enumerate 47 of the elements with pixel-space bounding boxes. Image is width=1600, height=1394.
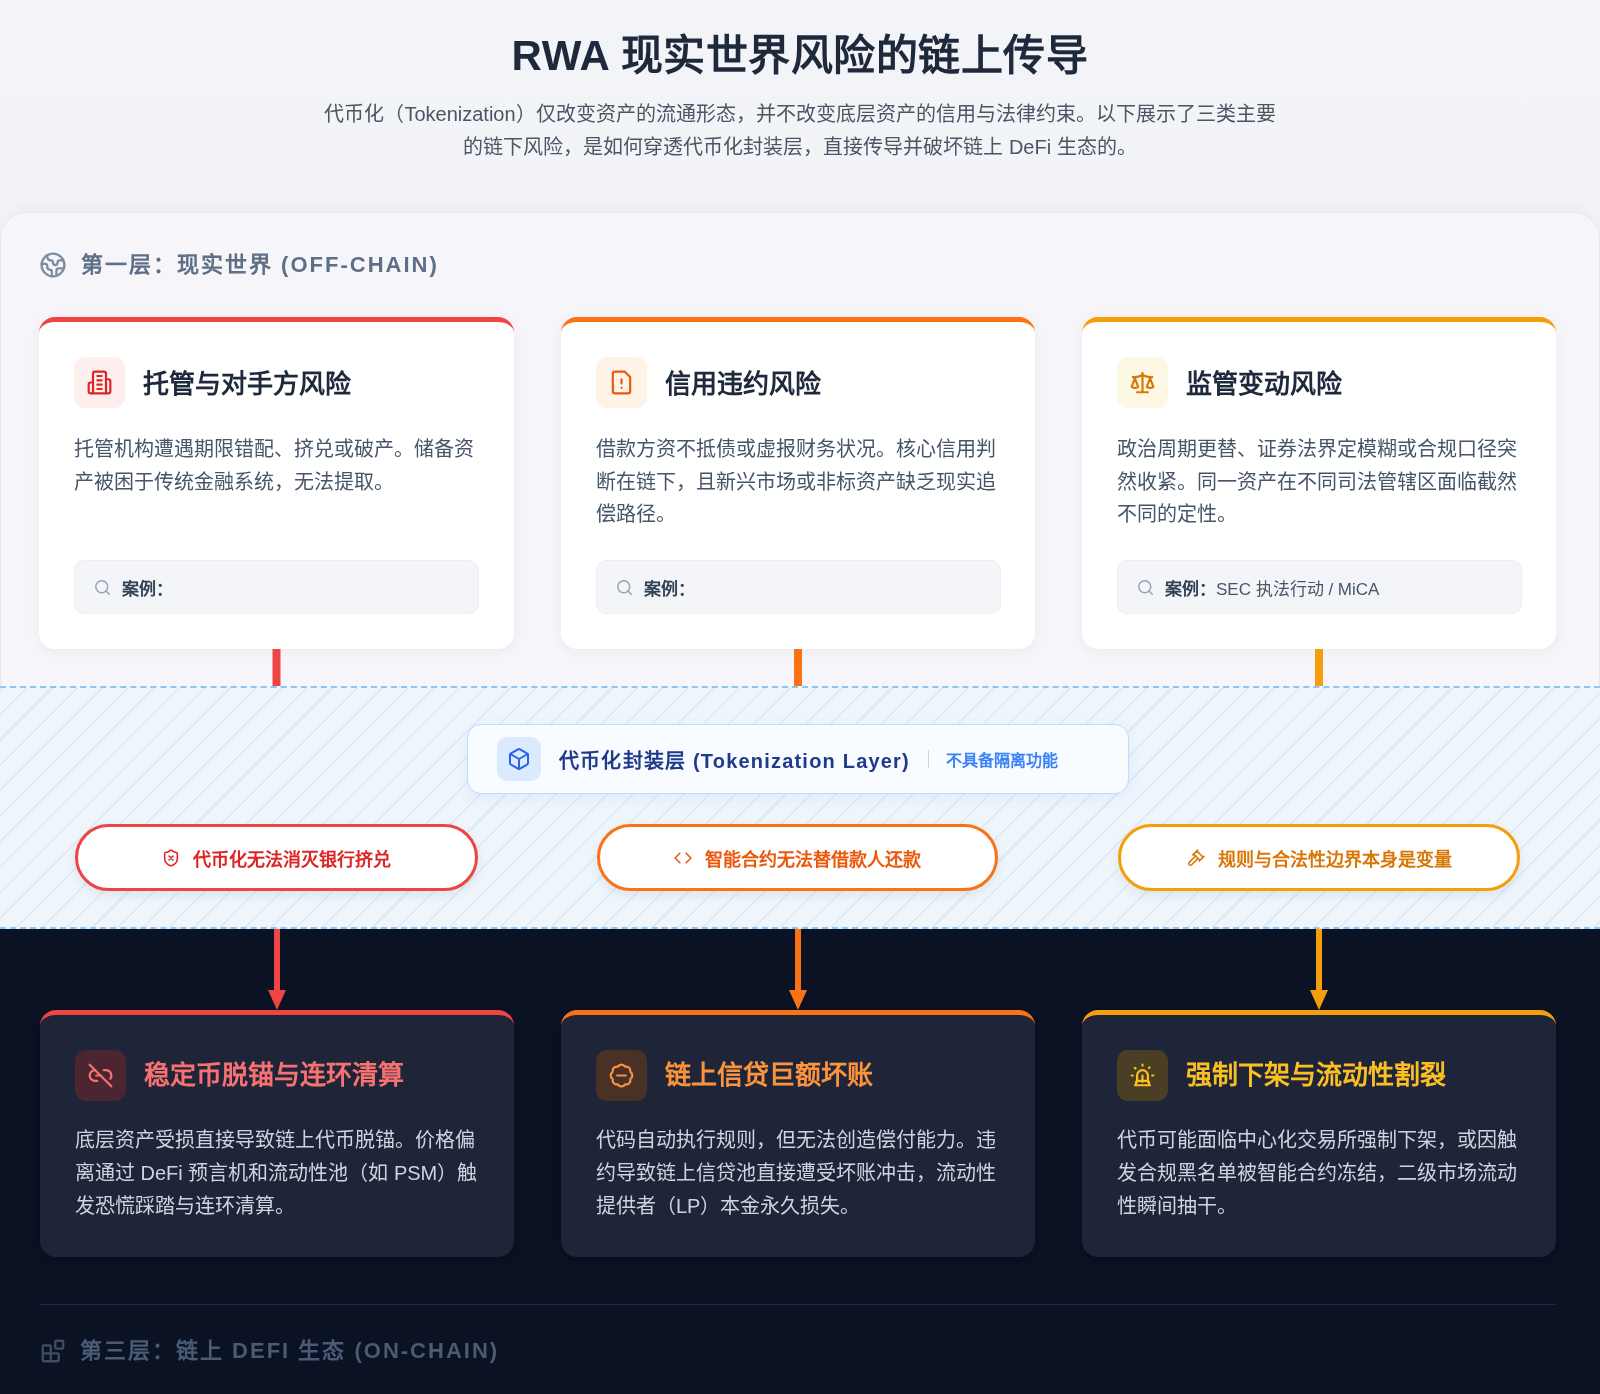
section-panel	[0, 929, 1600, 1394]
striped-band	[0, 686, 1600, 929]
layer-note: 不具备隔离功能	[946, 751, 1059, 771]
card-text: 代码自动执行规则，但无法创造偿付能力。违约导致链上信贷池直接遭受坏账冲击，流动性提供者（LP）本金永久损失。	[596, 1128, 997, 1219]
case-panel	[1117, 560, 1522, 614]
impact-card	[561, 1010, 1035, 1257]
arrow	[789, 929, 807, 1010]
card-text: 借款方资不抵债或虚报财务状况。核心信用判断在链下，且新兴市场或非标资产缺乏现实追偿路径。	[596, 437, 997, 528]
card-title: 信用违约风险	[665, 368, 821, 400]
subtitle: 代币化（Tokenization）仅改变资产的流通形态，并不改变底层资产的信用与法律约束。以下展示了三类主要的链下风险，是如何穿透代币化封装层，直接传导并破坏链上 DeFi 生态的。	[323, 102, 1277, 160]
case-label: 案例：	[122, 578, 173, 600]
pill-text: 规则与合法性边界本身是变量	[1217, 848, 1452, 871]
section-heading: 第三层：链上 DEFI 生态 (ON-CHAIN)	[80, 1337, 500, 1365]
layer-title: 代币化封装层 (Tokenization Layer)	[559, 748, 910, 774]
impact-card	[40, 1010, 514, 1257]
card-title: 强制下架与流动性割裂	[1186, 1059, 1446, 1091]
connector-line	[1315, 649, 1323, 686]
pill-text: 智能合约无法替借款人还款	[705, 848, 921, 871]
card-title: 稳定币脱锚与连环清算	[144, 1059, 404, 1091]
case-text: SEC 执法行动 / MiCA	[1216, 578, 1380, 600]
pill-text: 代币化无法消灭银行挤兑	[193, 848, 391, 871]
arrow	[268, 929, 286, 1010]
section-heading: 第一层：现实世界 (OFF-CHAIN)	[81, 251, 439, 279]
case-panel	[74, 560, 479, 614]
card-text: 政治周期更替、证券法界定模糊或合规口径突然收紧。同一资产在不同司法管辖区面临截然不同的定性。	[1117, 437, 1518, 528]
risk-card	[561, 317, 1035, 649]
connector-line	[272, 649, 281, 686]
impact-card	[1082, 1010, 1556, 1257]
card-text: 底层资产受损直接导致链上代币脱锚。价格偏离通过 DeFi 预言机和流动性池（如 PSM）触发恐慌踩踏与连环清算。	[75, 1128, 479, 1219]
outlined-pill	[75, 824, 478, 891]
case-panel	[596, 560, 1001, 614]
risk-card	[39, 317, 514, 649]
title: RWA 现实世界风险的链上传导	[511, 31, 1089, 81]
card-text: 代币可能面临中心化交易所强制下架，或因触发合规黑名单被智能合约冻结，二级市场流动性瞬间抽干。	[1117, 1128, 1518, 1219]
risk-card	[1082, 317, 1556, 649]
case-label: 案例：	[644, 578, 695, 600]
connector-line	[794, 649, 802, 686]
section-panel	[0, 212, 1600, 686]
case-label: 案例：	[1165, 578, 1216, 600]
card-title: 链上信贷巨额坏账	[665, 1059, 873, 1091]
arrow	[1310, 929, 1328, 1010]
layer-banner	[467, 724, 1129, 794]
outlined-pill	[597, 824, 998, 891]
card-title: 托管与对手方风险	[143, 368, 351, 400]
card-title: 监管变动风险	[1186, 368, 1342, 400]
outlined-pill	[1118, 824, 1520, 891]
card-text: 托管机构遭遇期限错配、挤兑或破产。储备资产被困于传统金融系统，无法提取。	[74, 437, 475, 495]
